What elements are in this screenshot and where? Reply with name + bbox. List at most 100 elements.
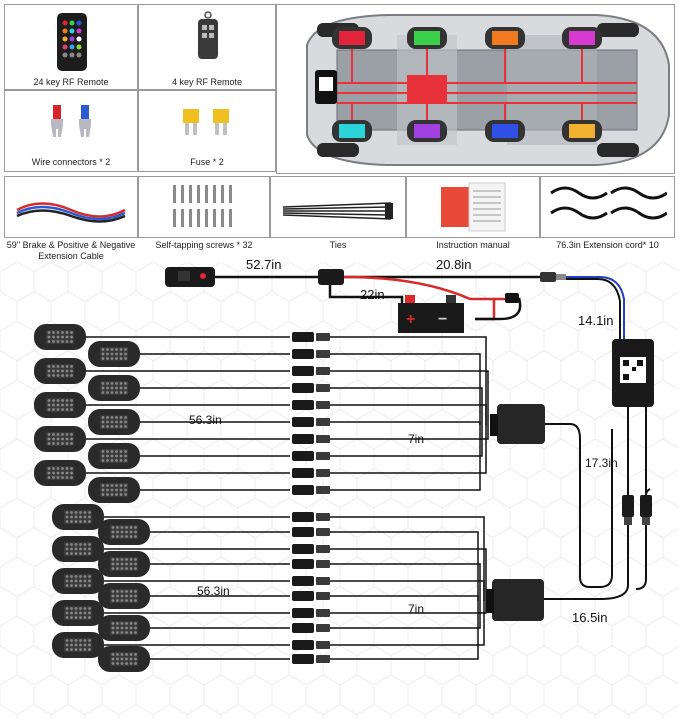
pod-top-magenta	[562, 27, 602, 49]
light-pod	[34, 392, 86, 418]
pod-cable-upper-length: 56.3in	[189, 413, 222, 427]
hub-extension-length: 16.5in	[572, 610, 608, 625]
pod-connector	[316, 624, 330, 632]
remote-24-key-box: 24 key RF Remote	[4, 4, 138, 90]
pod-bottom-blue	[485, 120, 525, 142]
light-pod	[98, 519, 150, 545]
pod-connector	[292, 623, 314, 633]
pod-bottom-cyan	[332, 120, 372, 142]
pod-bottom-purple	[407, 120, 447, 142]
pod-connector	[316, 418, 330, 426]
pod-top-green	[407, 27, 447, 49]
ties-box	[270, 176, 406, 238]
pod-bottom-amber	[562, 120, 602, 142]
extension-cord-icon	[550, 186, 667, 220]
pod-connector	[316, 528, 330, 536]
wire-connectors-label: Wire connectors * 2	[31, 157, 111, 167]
svg-text:−: −	[438, 311, 447, 328]
manual-label: Instruction manual	[436, 240, 510, 250]
light-pod	[88, 409, 140, 435]
car-layout-diagram	[276, 4, 675, 174]
light-pod	[88, 375, 140, 401]
hub-upper	[490, 404, 545, 444]
pod-connector	[316, 560, 330, 568]
screws-label: Self-tapping screws * 32	[155, 240, 253, 250]
pod-connector	[292, 383, 314, 393]
fuse-box: Fuse * 2	[138, 90, 276, 172]
pod-connector	[316, 350, 330, 358]
ties-icon	[282, 202, 393, 220]
wiring-diagram: + −	[34, 267, 654, 672]
light-pod	[98, 551, 150, 577]
light-pod	[98, 615, 150, 641]
hub-cable-upper-length: 7in	[408, 432, 425, 446]
pod-connector	[316, 401, 330, 409]
remote-24-key-icon	[57, 13, 87, 71]
hub-cable-lower-length: 7in	[408, 602, 425, 616]
pod-connector	[316, 545, 330, 553]
svg-text:+: +	[406, 311, 415, 328]
remote-24-key-label: 24 key RF Remote	[33, 77, 109, 87]
pod-connector	[316, 435, 330, 443]
brake-cable-label: 59'' Brake & Positive & Negative Extensi…	[6, 240, 136, 261]
brake-cable-icon	[16, 202, 126, 223]
pod-connector	[292, 400, 314, 410]
pod-connector	[316, 609, 330, 617]
wire-connector-icon	[51, 105, 91, 137]
fuse-label: Fuse * 2	[190, 157, 224, 167]
pod-connector	[292, 544, 314, 554]
pod-connector	[292, 451, 314, 461]
manual-icon	[441, 182, 506, 232]
pod-connector	[292, 349, 314, 359]
pod-connector	[316, 486, 330, 494]
power-cable-length: 20.8in	[436, 257, 472, 272]
remote-4-key-icon	[198, 11, 218, 59]
pod-connector	[292, 608, 314, 618]
fuse-icon	[183, 109, 229, 135]
pod-top-orange	[485, 27, 525, 49]
light-pod	[52, 568, 104, 594]
pod-connector	[292, 366, 314, 376]
light-pod	[88, 443, 140, 469]
pod-connector	[292, 640, 314, 650]
pod-connector	[316, 592, 330, 600]
light-pod	[52, 632, 104, 658]
controller-box	[612, 339, 654, 407]
pod-connector	[292, 559, 314, 569]
splitter-cable-length: 17.3in	[585, 456, 618, 470]
pod-connector	[292, 434, 314, 444]
pod-connector	[316, 367, 330, 375]
brake-cable-box	[4, 176, 138, 238]
light-pod	[34, 460, 86, 486]
pod-connector	[292, 512, 314, 522]
pod-connector	[292, 654, 314, 664]
screws-icon	[173, 185, 232, 227]
light-pod	[88, 341, 140, 367]
screws-box	[138, 176, 270, 238]
light-pod	[34, 426, 86, 452]
wire-connectors-box: Wire connectors * 2	[4, 90, 138, 172]
extension-label: 76.3in Extension cord* 10	[556, 240, 659, 250]
remote-4-key-label: 4 key RF Remote	[171, 77, 243, 87]
manual-box	[406, 176, 540, 238]
remote-4-key-box: 4 key RF Remote	[138, 4, 276, 90]
pod-connector	[316, 655, 330, 663]
pod-top-red	[332, 27, 372, 49]
splitter-connectors	[622, 431, 652, 590]
pod-connector	[292, 417, 314, 427]
pod-connector	[316, 513, 330, 521]
light-pod	[34, 358, 86, 384]
pod-connector	[316, 333, 330, 341]
pod-connector	[316, 577, 330, 585]
switch-cable-length: 52.7in	[246, 257, 282, 272]
light-pod	[52, 600, 104, 626]
hub-lower	[486, 579, 544, 621]
pod-connector	[292, 527, 314, 537]
power-section: + −	[165, 267, 654, 407]
pod-cable-lower-length: 56.3in	[197, 584, 230, 598]
pod-connector	[316, 384, 330, 392]
pod-connector	[292, 576, 314, 586]
controller-cable-length: 14.1in	[578, 313, 614, 328]
pod-connector	[292, 332, 314, 342]
pod-connector	[292, 468, 314, 478]
